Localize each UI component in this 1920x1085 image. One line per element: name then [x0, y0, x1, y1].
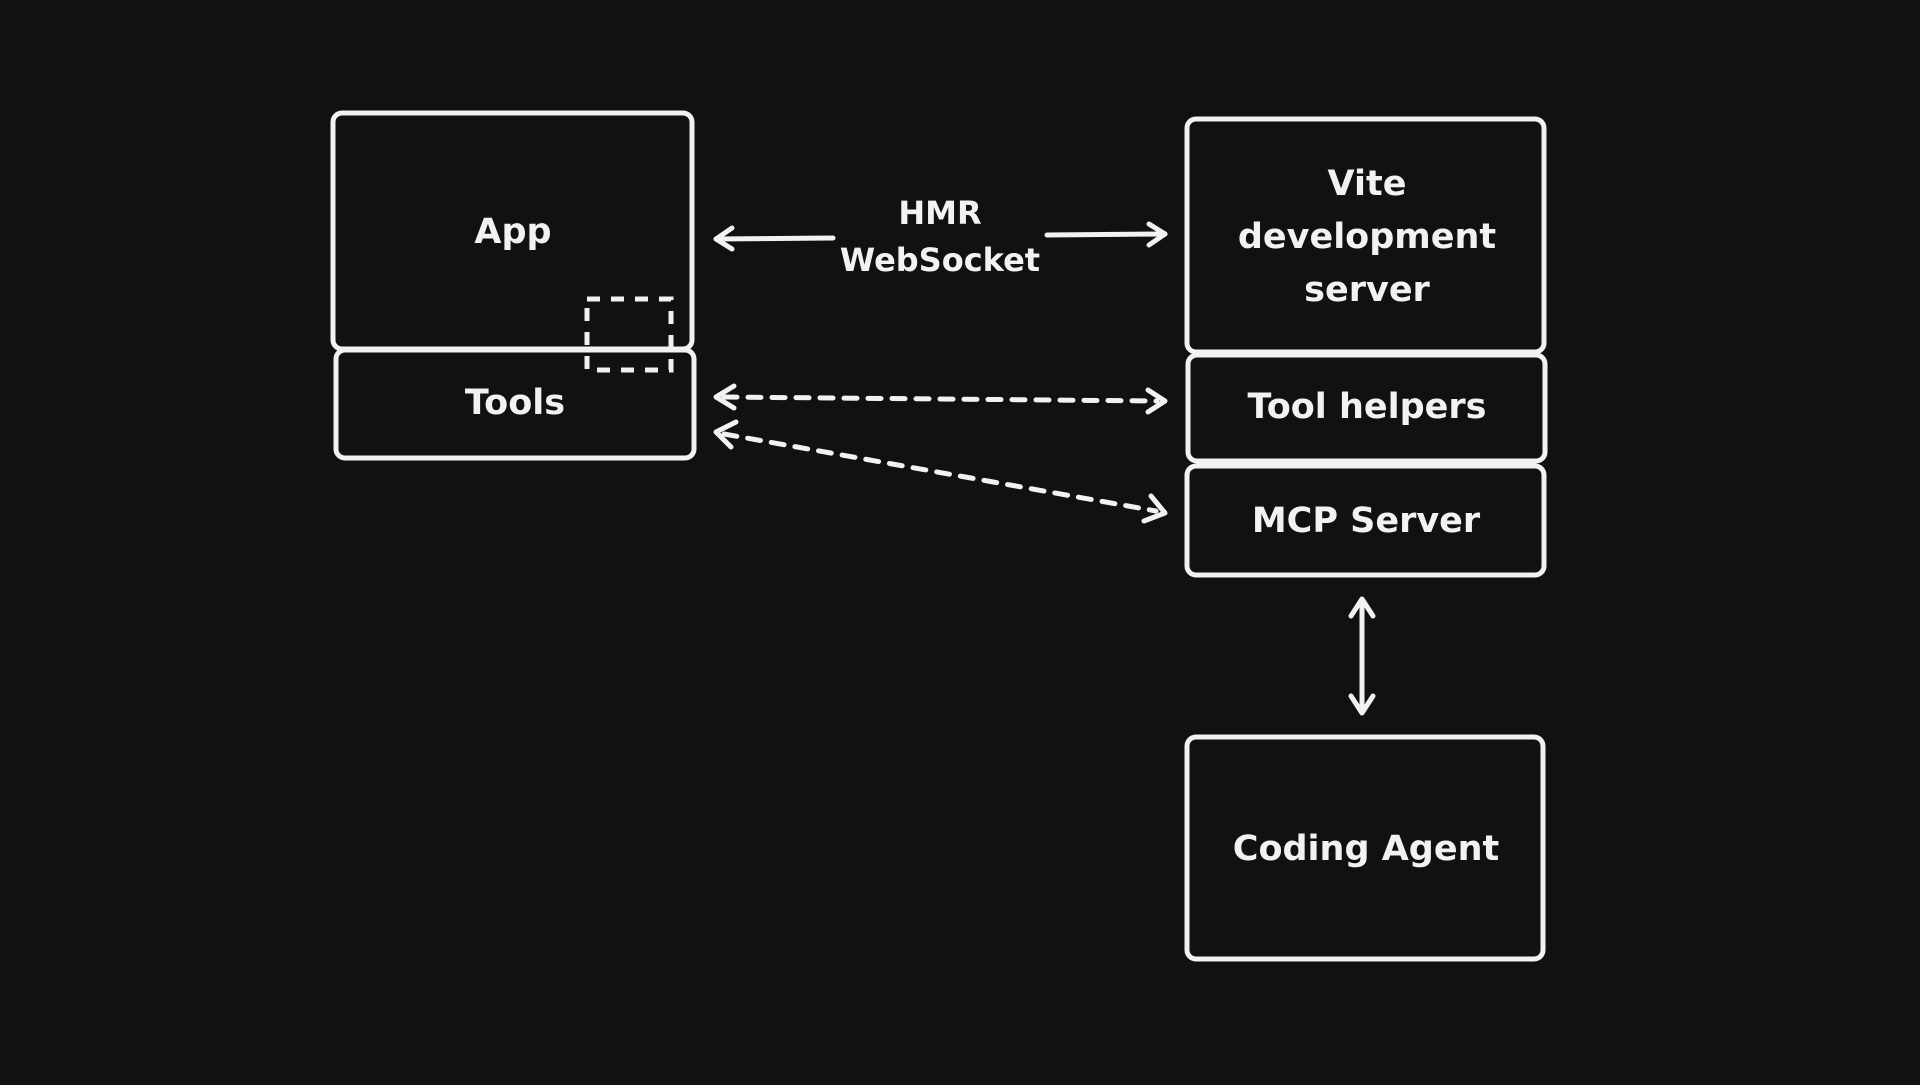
mcp-agent-arrow: [1348, 596, 1376, 716]
tools-mcp-dashed-arrow: [713, 419, 1168, 524]
hmr-label-line2: WebSocket: [840, 241, 1040, 279]
tools-label: Tools: [465, 383, 565, 423]
vite-label-line3: server: [1304, 270, 1430, 310]
vite-label-line2: development: [1238, 217, 1496, 257]
vite-label-line1: Vite: [1328, 164, 1407, 204]
tools-box: [333, 347, 697, 461]
vite-server-box: [1184, 116, 1547, 355]
tool-selection-marker: [584, 296, 674, 373]
hmr-arrow-right: [1044, 221, 1168, 248]
coding-agent-label: Coding Agent: [1233, 829, 1499, 869]
mcp-server-box: [1184, 463, 1547, 578]
tool-helpers-box: [1185, 352, 1548, 464]
hmr-arrow-left: [713, 225, 836, 252]
mcp-server-label: MCP Server: [1252, 501, 1481, 541]
coding-agent-box: [1184, 734, 1546, 962]
app-label: App: [474, 212, 551, 252]
hmr-label-line1: HMR: [898, 194, 981, 232]
tool-helpers-label: Tool helpers: [1247, 387, 1486, 427]
tools-helpers-dashed-arrow: [713, 383, 1168, 415]
